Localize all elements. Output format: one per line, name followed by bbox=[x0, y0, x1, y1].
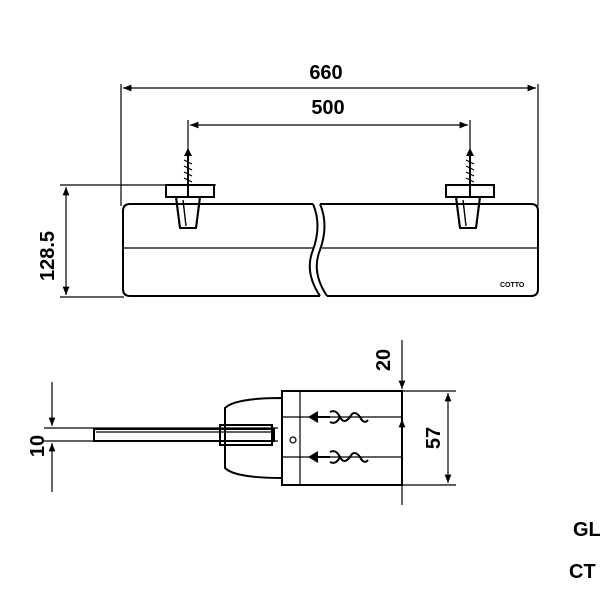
dim-plate-height: 57 bbox=[402, 390, 456, 486]
dim-overall-width: 660 bbox=[120, 62, 539, 206]
dim-label-500: 500 bbox=[311, 97, 344, 119]
side-view: 10 bbox=[27, 340, 456, 505]
dim-label-20: 20 bbox=[373, 349, 395, 371]
dim-label-10: 10 bbox=[27, 435, 49, 457]
brand-logo: COTTO bbox=[500, 282, 525, 289]
glass-shelf bbox=[122, 196, 539, 297]
dim-label-57: 57 bbox=[423, 427, 445, 449]
model-code-line1: GL bbox=[573, 519, 600, 541]
wall-anchor-top bbox=[308, 410, 369, 424]
wall-plate bbox=[281, 390, 403, 486]
dim-wall-offset: 20 bbox=[373, 340, 406, 505]
front-view: 660 500 128.5 bbox=[37, 62, 539, 298]
dim-bracket-spacing: 500 bbox=[187, 97, 471, 152]
wall-anchor-bottom bbox=[308, 450, 369, 464]
dim-label-660: 660 bbox=[309, 62, 342, 84]
screw-left bbox=[183, 148, 193, 196]
dim-label-128-5: 128.5 bbox=[37, 231, 59, 281]
screw-right bbox=[465, 148, 475, 196]
shelf-side bbox=[93, 396, 283, 480]
model-code-line2: CT C bbox=[569, 561, 600, 583]
bracket-left bbox=[165, 184, 215, 229]
dim-height: 128.5 bbox=[37, 184, 216, 298]
